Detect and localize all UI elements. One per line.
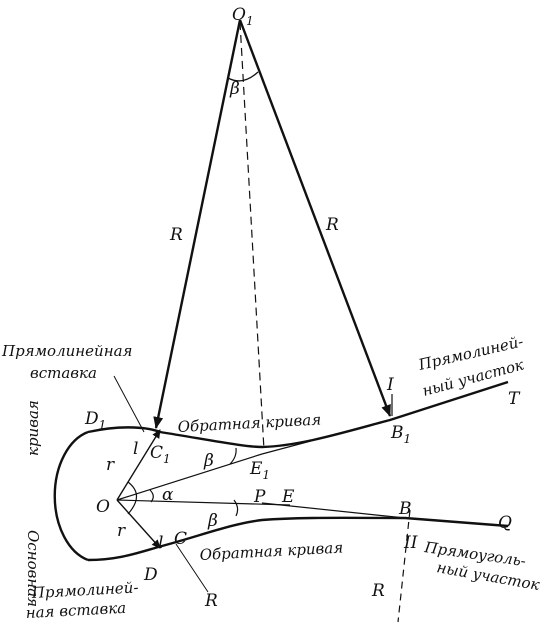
caption-main-curve-2: кривая — [24, 400, 42, 456]
arc-at-o — [127, 481, 138, 515]
radius-arrow-left — [153, 19, 242, 429]
label-beta-low: β — [207, 511, 218, 531]
label-e1: E1 — [249, 459, 270, 482]
line-o-e — [116, 499, 291, 506]
caption-reverse-curve-top: Обратная кривая — [177, 411, 321, 436]
label-d: D — [143, 565, 158, 585]
main-track-lower — [87, 516, 509, 562]
caption-straight-insert-bottom-1: Прямолиней- — [30, 578, 139, 602]
caption-reverse-curve-bottom: Обратная кривая — [199, 539, 343, 564]
radius-arrow-right — [238, 19, 392, 417]
label-b1: B1 — [390, 423, 411, 446]
caption-straight-insert-bottom-2: ная вставка — [25, 599, 126, 622]
label-r-left: R — [169, 225, 183, 245]
pointer-insert-bottom — [175, 543, 209, 593]
main-curve-loop — [53, 430, 89, 562]
beta-arc-low — [233, 499, 239, 517]
label-beta-top: β — [229, 79, 240, 99]
radius-r-upper — [116, 429, 161, 501]
label-r-lower1: R — [204, 591, 218, 611]
label-alpha: α — [162, 485, 174, 505]
tangent-e-b — [261, 502, 406, 519]
label-r-right: R — [325, 215, 339, 235]
label-b: B — [398, 499, 412, 519]
caption-main-curve-1: Основная — [24, 530, 42, 607]
radius-r-lower — [116, 499, 161, 549]
label-e: E — [281, 487, 295, 507]
label-l-lower: l — [158, 533, 163, 553]
label-c: C — [174, 529, 187, 549]
label-r-upper: r — [106, 455, 115, 475]
dashed-line-ii — [397, 509, 411, 623]
label-r-lower2: R — [371, 581, 385, 601]
line-o-e1 — [116, 453, 263, 501]
label-p: P — [253, 487, 266, 507]
label-o: O — [96, 497, 110, 517]
center-dashed-line — [239, 21, 265, 451]
label-l-upper: l — [133, 439, 138, 459]
label-t: T — [508, 389, 521, 409]
label-roman-ii: II — [403, 533, 418, 553]
label-roman-i: I — [386, 375, 394, 395]
label-o1: O1 — [232, 5, 254, 28]
tangent-e1-b1 — [261, 419, 391, 455]
pointer-insert-top — [113, 375, 145, 433]
label-d1: D1 — [84, 409, 106, 432]
beta-arc-top — [227, 71, 259, 82]
label-c1: C1 — [150, 443, 171, 466]
label-r-lower: r — [117, 521, 126, 541]
alpha-arc — [149, 489, 154, 503]
label-q: Q — [498, 513, 512, 533]
beta-arc-mid — [229, 447, 237, 465]
caption-straight-insert-top-2: вставка — [30, 364, 97, 382]
label-beta-mid: β — [203, 451, 214, 471]
caption-straight-insert-top-1: Прямолинейная — [1, 342, 132, 360]
